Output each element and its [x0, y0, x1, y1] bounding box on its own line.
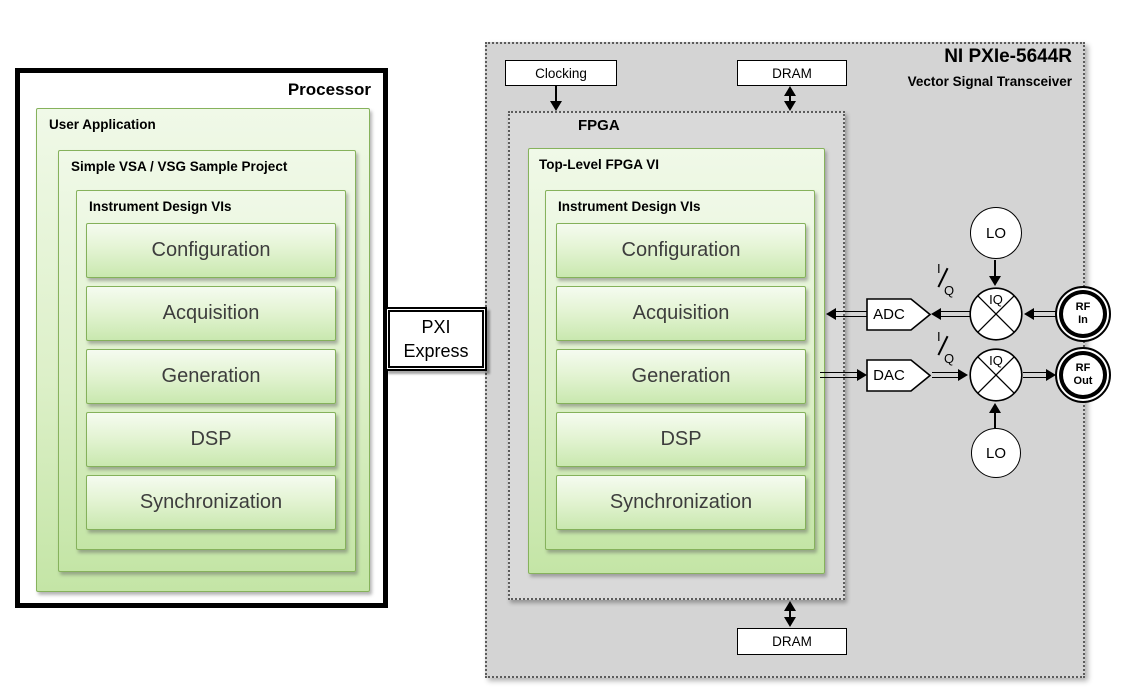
- rf-in-label-line1: RF: [1075, 301, 1091, 314]
- mixer-top-label: IQ: [989, 292, 1003, 307]
- lo-top-arrow-line: [994, 260, 996, 277]
- dram-top-box: DRAM: [737, 60, 847, 86]
- iq-signal-label-bottom: I Q: [933, 329, 957, 369]
- mixer-circle-x-icon: IQ: [969, 348, 1023, 402]
- top-level-fpga-vi-label: Top-Level FPGA VI: [539, 157, 660, 172]
- arrow-down-icon: [989, 276, 1001, 286]
- vsa-vsg-project-label: Simple VSA / VSG Sample Project: [71, 159, 288, 174]
- arrow-up-icon: [989, 403, 1001, 413]
- dram-top-label: DRAM: [772, 65, 812, 81]
- arrow-left-icon: [1024, 308, 1034, 320]
- adc-to-fpga-line: [836, 311, 867, 317]
- instrument-design-vis-label-left: Instrument Design VIs: [89, 199, 232, 214]
- clocking-box: Clocking: [505, 60, 617, 86]
- clocking-label: Clocking: [535, 65, 587, 81]
- arrow-down-icon: [784, 101, 796, 111]
- rf-in-connector: RF In: [1055, 286, 1111, 342]
- mixer-bottom-label: IQ: [989, 353, 1003, 368]
- rf-out-label-line1: RF: [1075, 362, 1091, 375]
- arrow-up-icon: [784, 601, 796, 611]
- arrow-up-icon: [784, 86, 796, 96]
- dac-to-mixer-line: [932, 372, 958, 378]
- pentagon-shape-icon: [866, 298, 932, 331]
- dram-bottom-label: DRAM: [772, 634, 812, 649]
- adc-label: ADC: [873, 306, 905, 323]
- dram-bottom-arrow-line: [789, 609, 791, 620]
- mixer-to-adc-line: [941, 311, 970, 317]
- dram-bottom-box: DRAM: [737, 628, 847, 655]
- block-configuration-left: Configuration: [86, 223, 336, 278]
- block-synchronization-left: Synchronization: [86, 475, 336, 530]
- block-dsp-left: DSP: [86, 412, 336, 467]
- arrow-down-icon: [784, 617, 796, 627]
- lo-top-label: LO: [985, 224, 1006, 242]
- mixer-circle-x-icon: IQ: [969, 287, 1023, 341]
- device-title: NI PXIe-5644R: [944, 46, 1072, 67]
- pentagon-shape-icon: [866, 359, 932, 392]
- iq-signal-label-top: I Q: [933, 261, 957, 301]
- iq-mixer-top: IQ: [969, 287, 1023, 341]
- rf-out-label-line2: Out: [1073, 375, 1093, 387]
- lo-bottom-circle: LO: [971, 428, 1021, 478]
- fpga-label: FPGA: [578, 117, 620, 134]
- pxi-express-label: PXI Express: [403, 316, 469, 361]
- dram-top-arrow-line: [789, 94, 791, 104]
- pxi-express-box: PXI Express: [385, 307, 487, 371]
- device-subtitle: Vector Signal Transceiver: [907, 74, 1072, 89]
- clocking-arrow-line: [555, 86, 557, 102]
- lo-top-circle: LO: [970, 207, 1022, 259]
- arrow-left-icon: [931, 308, 941, 320]
- arrow-down-icon: [550, 101, 562, 111]
- adc-block: ADC: [866, 298, 932, 331]
- dac-label: DAC: [873, 367, 905, 384]
- instrument-design-vis-label-right: Instrument Design VIs: [558, 199, 701, 214]
- lo-bottom-label: LO: [985, 444, 1006, 462]
- user-application-label: User Application: [49, 117, 156, 132]
- block-synchronization-right: Synchronization: [556, 475, 806, 530]
- arrow-right-icon: [857, 369, 867, 381]
- arrow-right-icon: [958, 369, 968, 381]
- arrow-right-icon: [1046, 369, 1056, 381]
- rf-out-connector: RF Out: [1055, 347, 1111, 403]
- i-label: I: [937, 329, 941, 344]
- fpga-to-dac-line: [820, 372, 857, 378]
- block-generation-right: Generation: [556, 349, 806, 404]
- q-label: Q: [944, 283, 955, 298]
- i-label: I: [937, 261, 941, 276]
- block-generation-left: Generation: [86, 349, 336, 404]
- block-configuration-right: Configuration: [556, 223, 806, 278]
- dac-block: DAC: [866, 359, 932, 392]
- processor-title: Processor: [287, 80, 371, 99]
- arrow-left-icon: [826, 308, 836, 320]
- rfin-to-mixer-line: [1034, 311, 1057, 317]
- q-label: Q: [944, 351, 955, 366]
- mixer-to-rfout-line: [1023, 372, 1046, 378]
- lo-bottom-arrow-line: [994, 412, 996, 428]
- block-acquisition-right: Acquisition: [556, 286, 806, 341]
- rf-in-label-line2: In: [1078, 314, 1088, 326]
- iq-mixer-bottom: IQ: [969, 348, 1023, 402]
- block-dsp-right: DSP: [556, 412, 806, 467]
- block-acquisition-left: Acquisition: [86, 286, 336, 341]
